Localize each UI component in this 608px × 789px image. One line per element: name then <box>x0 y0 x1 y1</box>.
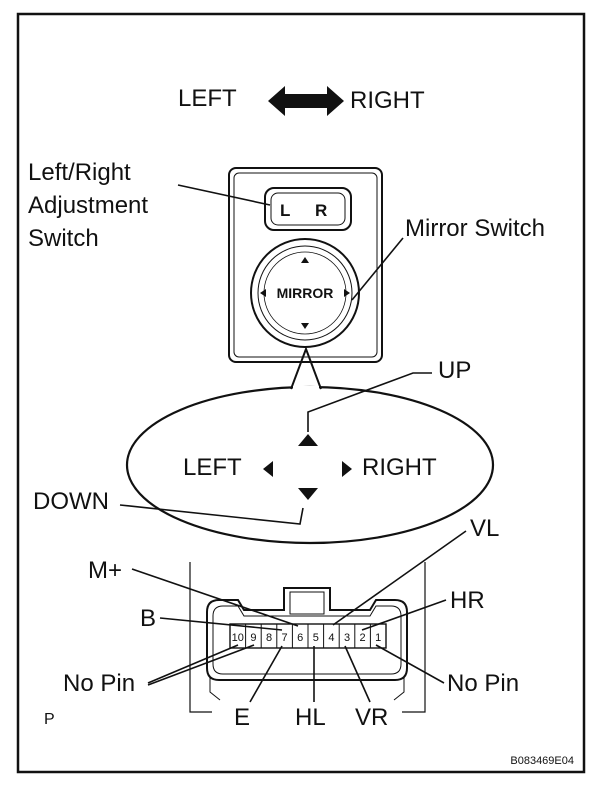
label-b: B <box>140 605 156 632</box>
pin-6: 6 <box>297 632 303 644</box>
switch-panel-inner <box>233 172 378 358</box>
adjust-label-line2: Adjustment <box>28 192 148 219</box>
connector-housing <box>206 587 408 681</box>
mirror-knob[interactable] <box>250 238 360 348</box>
right-arrow-icon <box>342 461 352 477</box>
connector-bracket-right <box>402 562 426 713</box>
adjust-label-line1: Left/Right <box>28 159 131 186</box>
label-m-plus: M+ <box>88 557 122 584</box>
direction-left-label: LEFT <box>183 454 242 481</box>
pin-4: 4 <box>328 632 334 644</box>
m-plus-leader <box>131 568 299 627</box>
knob-right-icon <box>344 289 350 297</box>
direction-right-label: RIGHT <box>362 454 437 481</box>
direction-down-label: DOWN <box>33 488 109 515</box>
hr-leader <box>361 599 447 631</box>
label-vl: VL <box>470 515 499 542</box>
connector-bracket-left <box>189 562 212 713</box>
knob-left-icon <box>260 289 266 297</box>
pin-5: 5 <box>313 632 319 644</box>
label-no-pin-right: No Pin <box>447 670 519 697</box>
corner-mark: P <box>44 711 55 728</box>
pin-row: 10 9 8 7 6 5 4 3 2 1 <box>229 623 387 649</box>
key-l-label: L <box>280 201 290 220</box>
knob-up-icon <box>301 257 309 263</box>
callout-pointer <box>290 346 322 390</box>
down-leader <box>119 504 304 525</box>
pin-3: 3 <box>344 632 350 644</box>
label-e: E <box>234 704 250 731</box>
label-hl: HL <box>295 704 326 731</box>
label-hr: HR <box>450 587 485 614</box>
no-pin-left-leader-2 <box>147 644 255 686</box>
b-leader <box>159 617 283 631</box>
label-no-pin-left: No Pin <box>63 670 135 697</box>
label-vr: VR <box>355 704 388 731</box>
knob-label: MIRROR <box>277 285 334 301</box>
connector-lock-tab <box>289 591 325 615</box>
adjust-label-line3: Switch <box>28 225 99 252</box>
pin-10: 10 <box>232 632 244 644</box>
vr-leader <box>344 645 371 703</box>
no-pin-right-leader <box>375 644 445 684</box>
header-right-label: RIGHT <box>350 87 425 114</box>
direction-up-label: UP <box>438 357 471 384</box>
diagram-frame <box>16 12 586 774</box>
mirror-switch-leader <box>351 237 404 301</box>
left-arrow-icon <box>263 461 273 477</box>
header-left-label: LEFT <box>178 85 237 112</box>
knob-down-icon <box>301 323 309 329</box>
pin-2: 2 <box>360 632 366 644</box>
adjust-leader-line <box>177 184 271 206</box>
pin-7: 7 <box>282 632 288 644</box>
figure-code: B083469E04 <box>510 755 574 767</box>
direction-ellipse <box>125 385 495 545</box>
pin-8: 8 <box>266 632 272 644</box>
e-leader <box>249 645 283 703</box>
key-r-label: R <box>315 201 327 220</box>
pin-1: 1 <box>375 632 381 644</box>
left-right-arrow-icon <box>268 86 344 116</box>
left-right-key[interactable] <box>264 187 352 231</box>
up-arrow-icon <box>298 434 318 446</box>
up-leader <box>307 372 432 432</box>
mirror-switch-label: Mirror Switch <box>405 215 545 242</box>
vl-leader <box>332 530 467 626</box>
no-pin-left-leader-1 <box>147 644 239 684</box>
pin-9: 9 <box>250 632 256 644</box>
down-arrow-icon <box>298 488 318 500</box>
